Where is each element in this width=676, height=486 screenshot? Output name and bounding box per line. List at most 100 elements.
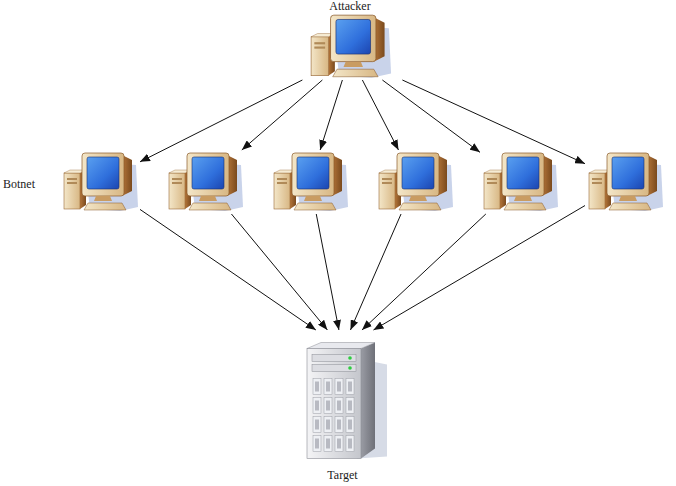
attack-arrow xyxy=(373,206,585,330)
keyboard xyxy=(399,203,441,210)
icon-holder xyxy=(60,150,140,214)
disk-handle xyxy=(348,420,352,430)
disk-handle xyxy=(315,382,319,392)
disk-handle xyxy=(348,439,352,449)
monitor-frame xyxy=(187,153,229,196)
computer-icon xyxy=(64,153,138,211)
node-label: Target xyxy=(327,469,357,482)
monitor-stand xyxy=(409,196,427,201)
disk-slot xyxy=(346,398,354,414)
disk-slot xyxy=(324,417,332,433)
icon-holder xyxy=(375,150,455,214)
drive-slot xyxy=(314,47,325,49)
drive-slot xyxy=(487,182,497,184)
computer-drawing xyxy=(270,150,350,214)
computer-icon xyxy=(274,153,348,211)
disk-slot xyxy=(335,379,343,395)
disk-handle xyxy=(337,420,341,430)
disk-handle xyxy=(326,439,330,449)
attack-arrow xyxy=(231,214,327,330)
server-front xyxy=(307,349,361,459)
server-icon xyxy=(307,343,387,459)
monitor-screen xyxy=(297,157,329,189)
attack-arrow xyxy=(316,214,339,330)
disk-handle xyxy=(315,439,319,449)
monitor-stand xyxy=(514,196,532,201)
drive-slot xyxy=(277,178,287,180)
drive-slot xyxy=(487,178,497,180)
keyboard xyxy=(609,203,651,210)
disk-slot xyxy=(346,417,354,433)
attack-arrow xyxy=(382,80,480,152)
tower-front xyxy=(64,173,80,209)
keyboard xyxy=(189,203,231,210)
drive-bay xyxy=(312,355,356,362)
drive-slot xyxy=(382,178,392,180)
tower-front xyxy=(274,173,290,209)
icon-holder xyxy=(270,150,350,214)
disk-handle xyxy=(337,382,341,392)
disk-slot xyxy=(335,398,343,414)
computer-icon xyxy=(484,153,558,211)
computer-drawing xyxy=(585,150,665,214)
disk-handle xyxy=(326,382,330,392)
computer-node xyxy=(165,150,245,214)
attack-arrow xyxy=(362,214,486,330)
attack-arrow xyxy=(320,80,342,150)
monitor-screen xyxy=(336,19,371,54)
computer-drawing xyxy=(60,150,140,214)
computer-node xyxy=(480,150,560,214)
disk-slot xyxy=(324,436,332,452)
disk-handle xyxy=(348,382,352,392)
keyboard xyxy=(333,69,378,77)
monitor-screen xyxy=(402,157,434,189)
disk-slot xyxy=(346,436,354,452)
monitor-frame xyxy=(502,153,544,196)
computer-icon xyxy=(311,15,391,78)
tower-front xyxy=(169,173,185,209)
disk-slot xyxy=(313,417,321,433)
keyboard xyxy=(294,203,336,210)
monitor-stand xyxy=(199,196,217,201)
computer-icon xyxy=(379,153,453,211)
drive-slot xyxy=(172,178,182,180)
disk-handle xyxy=(315,401,319,411)
monitor-stand xyxy=(619,196,637,201)
disk-slot xyxy=(313,379,321,395)
tower-front xyxy=(379,173,395,209)
disk-handle xyxy=(348,401,352,411)
keyboard xyxy=(504,203,546,210)
attack-arrow xyxy=(350,214,401,330)
icon-holder xyxy=(295,330,390,469)
monitor-stand xyxy=(94,196,112,201)
computer-node xyxy=(60,150,140,214)
computer-drawing xyxy=(375,150,455,214)
attack-arrow xyxy=(140,209,316,330)
monitor-screen xyxy=(192,157,224,189)
icon-holder xyxy=(165,150,245,214)
server-node: Target xyxy=(295,330,390,482)
attack-arrow xyxy=(402,80,585,164)
disk-handle xyxy=(337,439,341,449)
node-label: Attacker xyxy=(329,0,370,13)
drive-slot xyxy=(314,42,325,44)
group-label: Botnet xyxy=(3,177,35,192)
monitor-frame xyxy=(397,153,439,196)
disk-slot xyxy=(346,379,354,395)
icon-holder xyxy=(585,150,665,214)
computer-icon xyxy=(169,153,243,211)
tower-front xyxy=(484,173,500,209)
monitor-screen xyxy=(612,157,644,189)
disk-handle xyxy=(337,401,341,411)
computer-node xyxy=(375,150,455,214)
drive-slot xyxy=(277,182,287,184)
monitor-frame xyxy=(292,153,334,196)
icon-holder xyxy=(295,13,405,80)
drive-slot xyxy=(592,182,602,184)
monitor-screen xyxy=(87,157,119,189)
server-top xyxy=(307,343,375,349)
monitor-frame xyxy=(331,15,376,61)
disk-handle xyxy=(315,420,319,430)
drive-slot xyxy=(172,182,182,184)
